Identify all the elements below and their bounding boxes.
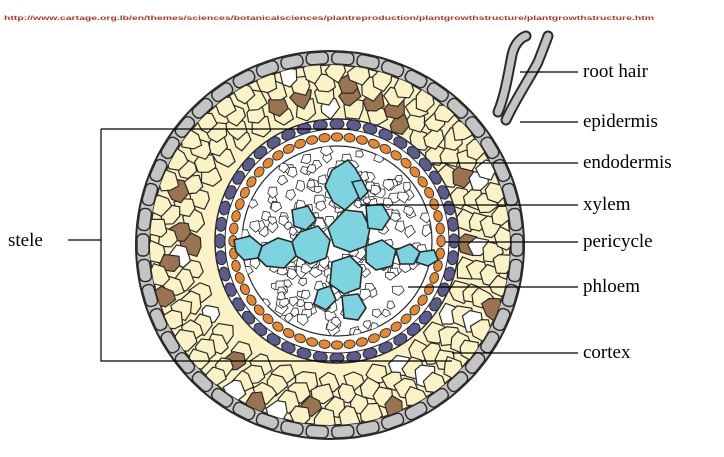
label-phloem: phloem [583, 276, 640, 297]
label-epidermis: epidermis [583, 111, 658, 132]
epidermis-cell [331, 52, 354, 65]
label-root-hair: root hair [583, 61, 649, 82]
label-cortex: cortex [583, 342, 631, 363]
epidermis-cell [137, 259, 152, 282]
label-endodermis: endodermis [583, 152, 672, 173]
phloem-cell [356, 151, 364, 158]
pericycle-cell [331, 341, 342, 349]
epidermis-cell [137, 208, 152, 231]
endodermis-cell [330, 119, 344, 129]
pericycle-cell [331, 133, 342, 141]
epidermis-cell [306, 425, 329, 438]
epidermis-cell [137, 234, 149, 256]
endodermis-cell [215, 234, 225, 248]
epidermis-cell [331, 425, 354, 438]
pericycle-cell [437, 235, 445, 246]
endodermis-cell [330, 353, 344, 363]
label-stele: stele [8, 230, 43, 251]
epidermis-cell [508, 259, 523, 282]
epidermis-cell [306, 52, 329, 65]
source-url: http://www.cartage.org.lb/en/themes/scie… [4, 15, 654, 22]
endodermis-cell [449, 234, 459, 248]
label-pericycle: pericycle [583, 231, 653, 252]
epidermis-cell [508, 208, 523, 231]
epidermis-cell [511, 234, 523, 256]
label-xylem: xylem [583, 194, 631, 215]
